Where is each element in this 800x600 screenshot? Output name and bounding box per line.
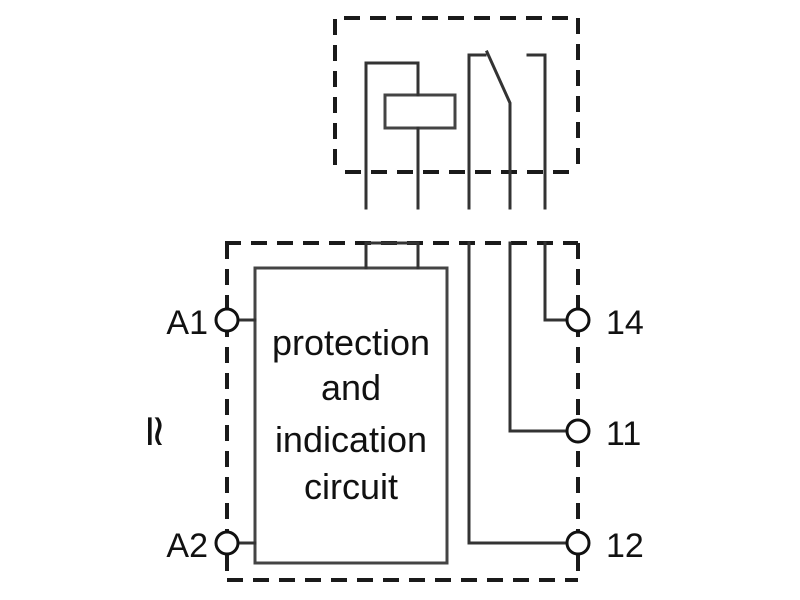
contact-output-wiring (467, 241, 569, 545)
wire-to-14 (543, 241, 569, 322)
relay-coil (364, 61, 457, 210)
terminal-11 (565, 418, 591, 444)
wire-to-12 (467, 241, 569, 545)
terminal-a1 (214, 307, 240, 333)
circuit-label-line-2: and (321, 367, 381, 408)
relay-enclosure (333, 16, 580, 174)
circuit-block (253, 266, 449, 565)
terminal-12-label: 12 (606, 527, 644, 565)
terminal-14 (565, 307, 591, 333)
terminal-a2-label: A2 (166, 527, 208, 565)
coil-lead-left (364, 61, 420, 210)
wire-to-11 (508, 241, 569, 433)
circuit-label-line-1: protection (272, 322, 430, 363)
contact-no-lead (526, 53, 547, 210)
protection-indication-circuit: protection and indication circuit (253, 241, 449, 565)
terminal-a2 (214, 530, 240, 556)
coil-rectangle (383, 93, 457, 130)
terminal-14-label: 14 (606, 304, 644, 342)
circuit-label-line-3: indication (275, 419, 427, 460)
ac-dc-symbol: ≂ (129, 413, 178, 450)
module-enclosure (225, 241, 580, 582)
circuit-coil-connection (364, 241, 420, 270)
terminal-a1-label: A1 (166, 304, 208, 342)
terminal-11-label: 11 (606, 415, 641, 453)
supply-terminals: A1 A2 ≂ (129, 304, 257, 565)
output-terminals: 14 11 12 (565, 304, 644, 565)
contact-nc-lead (467, 53, 487, 210)
terminal-12 (565, 530, 591, 556)
relay-contacts (467, 50, 547, 210)
contact-common-blade (485, 50, 512, 210)
circuit-label-line-4: circuit (304, 466, 398, 507)
